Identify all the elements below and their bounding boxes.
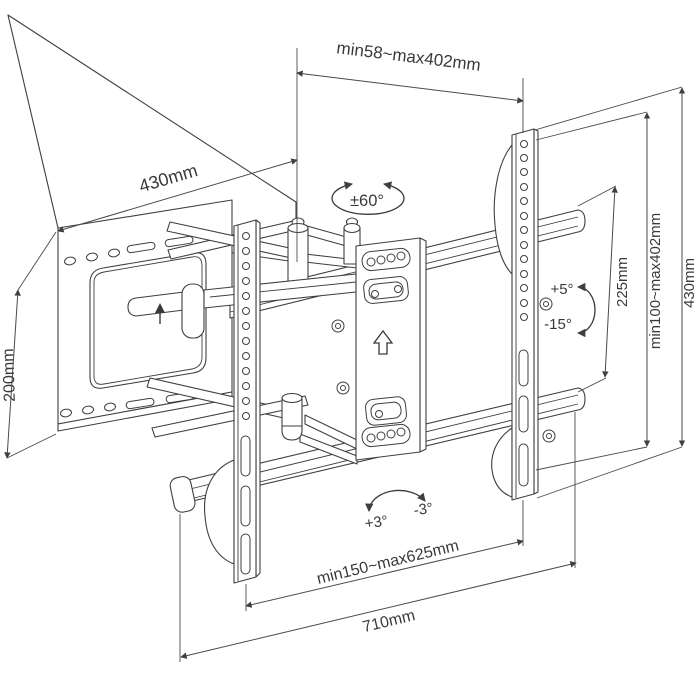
rail-left-end-cap: [169, 476, 196, 513]
dim-plate-height-label: 200mm: [0, 348, 19, 402]
level-right-label: -3°: [413, 500, 435, 520]
dim-top-width-label: min58~max402mm: [336, 38, 482, 75]
dim-plate-height: 200mm: [0, 231, 57, 459]
level-indicator: +3° -3°: [364, 489, 435, 533]
slider-plate: [343, 217, 427, 461]
arm-elbow: [181, 283, 205, 339]
dim-rail-spacing-label: 225mm: [614, 257, 631, 307]
left-rail-fin: [203, 459, 235, 565]
right-rail-fin-bottom: [491, 427, 513, 498]
dim-bracket-height: 430mm: [534, 86, 698, 499]
dim-vesa-vertical-label: min100~max402mm: [647, 213, 664, 349]
swivel-arrow-icon: [331, 181, 405, 215]
dim-bracket-height-label: 430mm: [681, 258, 698, 308]
right-rail-fin-top: [493, 144, 513, 275]
tilt-down-label: -15°: [544, 316, 572, 333]
lower-pivot: [281, 392, 303, 441]
up-arrow-small: [155, 303, 165, 324]
dim-vesa-vertical: min100~max402mm: [535, 111, 664, 471]
dim-rail-spacing: 225mm: [577, 185, 631, 393]
orientation-up-arrow-icon: [372, 329, 394, 355]
swivel-label: ±60°: [350, 192, 384, 210]
swivel-indicator: ±60°: [331, 181, 405, 215]
level-arrow-icon: [365, 489, 426, 513]
plate-holes-bottom: [60, 391, 195, 418]
tilt-arrow-icon: [576, 282, 596, 338]
level-left-label: +3°: [364, 513, 389, 533]
dim-total-width-label: 710mm: [361, 607, 417, 636]
vesa-cutout: [89, 252, 207, 389]
plate-holes-top: [64, 235, 194, 266]
dim-top-width: min58~max402mm: [296, 38, 524, 262]
dim-vesa-horizontal-label: min150~max625mm: [315, 537, 460, 587]
tilt-indicator: +5° -15°: [544, 281, 596, 338]
tilt-up-label: +5°: [550, 281, 573, 298]
right-rail-holes: [518, 140, 529, 487]
bolts: [331, 297, 556, 443]
right-tv-rail: [491, 128, 539, 501]
